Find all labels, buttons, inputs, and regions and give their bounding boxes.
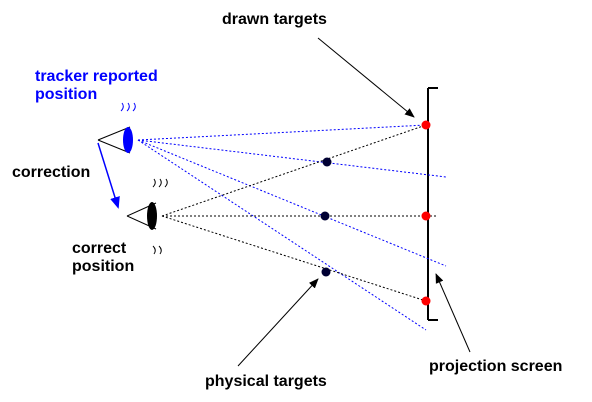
tracker-reported-rays	[137, 124, 447, 331]
tracker-reported-label-line1: tracker reported	[35, 68, 158, 85]
physical-targets-arrow	[237, 278, 319, 367]
tracker-ray-lower-mid	[137, 139, 447, 267]
tracker-ray-bottom	[137, 139, 427, 331]
true-eye-icon	[126, 178, 168, 255]
projection-screen-label: projection screen	[429, 358, 563, 375]
drawn-target	[421, 120, 431, 130]
projection-screen-arrow	[435, 273, 471, 353]
correction-arrow	[97, 142, 120, 209]
lower-eyelashes-icon	[152, 245, 162, 255]
drawn-target	[421, 296, 431, 306]
eyelashes-icon	[120, 102, 136, 112]
tracked-eye-icon	[97, 102, 136, 154]
true-ray-top	[161, 124, 427, 217]
tracker-ray-top	[137, 124, 427, 141]
eyelashes-icon	[152, 178, 168, 188]
physical-target	[322, 157, 332, 167]
correction-label: correction	[12, 164, 91, 181]
tracker-reported-label-line2: position	[35, 86, 98, 103]
physical-targets-label: physical targets	[205, 373, 327, 390]
correct-position-label-line1: correct	[72, 240, 127, 257]
correct-position-label-line2: position	[72, 258, 135, 275]
true-ray-bottom	[161, 215, 427, 302]
physical-targets	[320, 157, 332, 277]
drawn-targets-label: drawn targets	[222, 11, 327, 28]
drawn-targets	[421, 120, 431, 306]
true-eye-rays	[161, 124, 436, 302]
drawn-target	[421, 211, 431, 221]
physical-target	[320, 211, 330, 221]
drawn-targets-arrow	[317, 37, 415, 118]
physical-target	[321, 267, 331, 277]
